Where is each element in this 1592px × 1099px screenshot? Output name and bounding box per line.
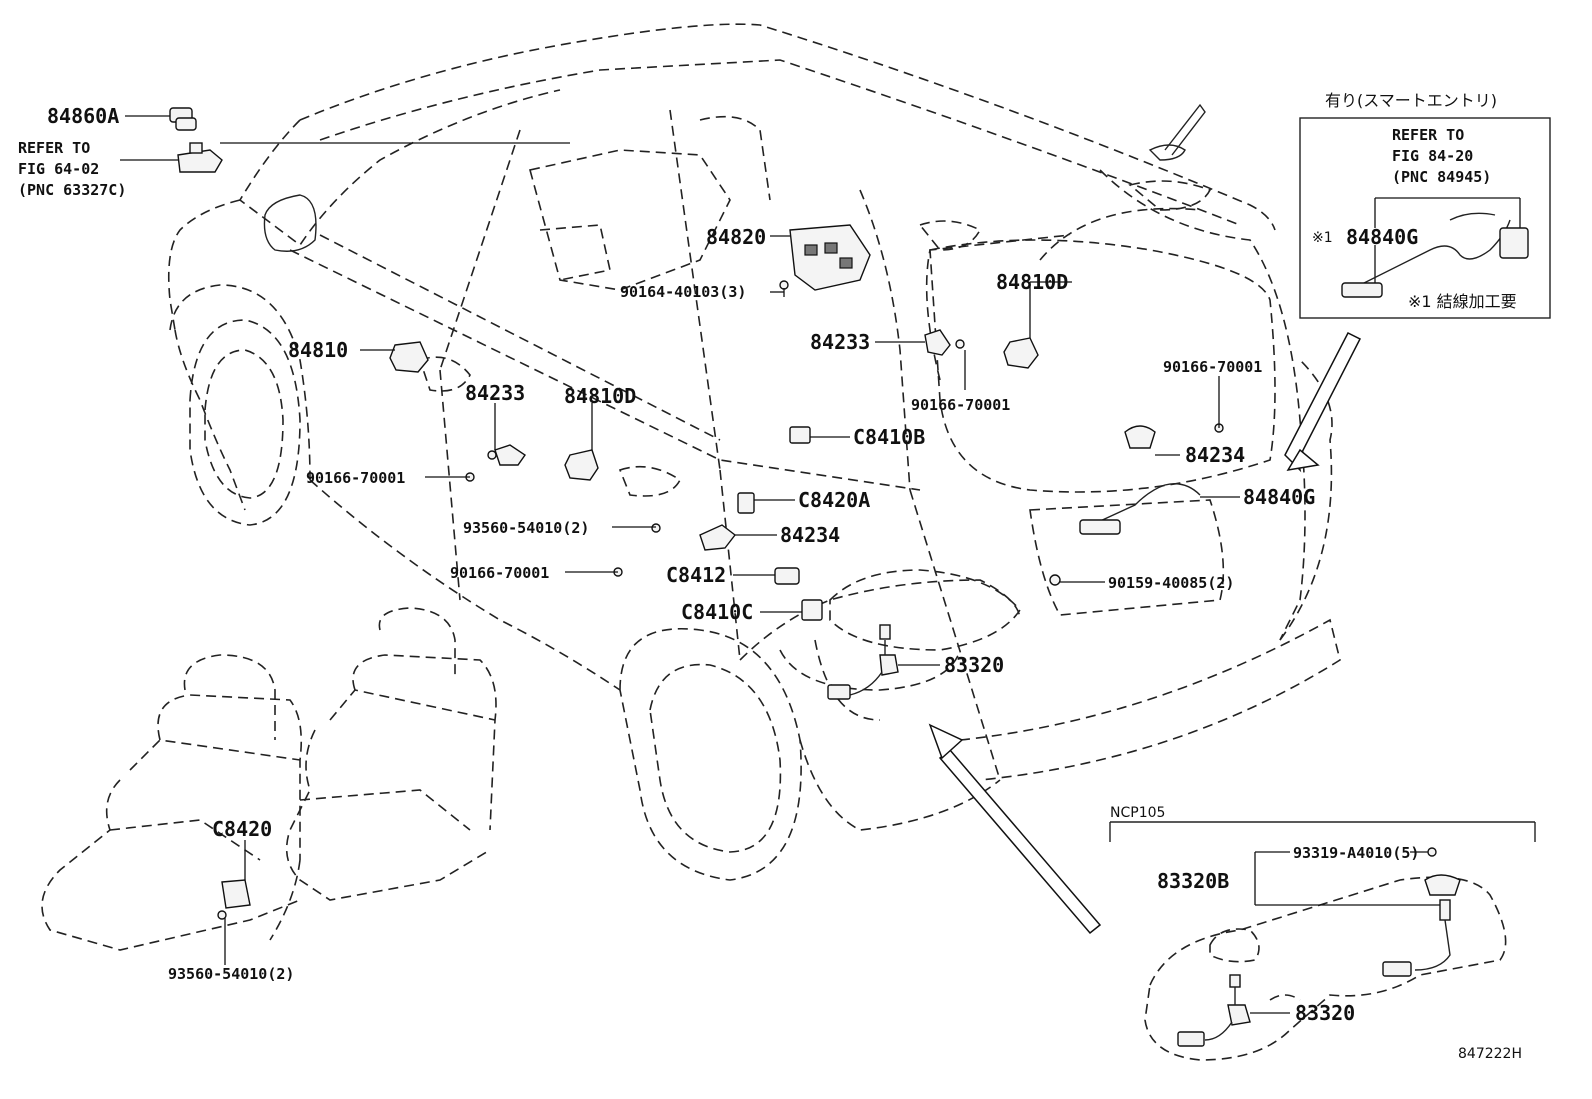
smart-box-ref-line1: REFER TO	[1392, 126, 1464, 144]
vehicle-outline	[167, 23, 1341, 881]
pointer-arrows	[928, 331, 1362, 935]
part-screws-misc	[217, 423, 1224, 920]
label-83320-ncp: 83320	[1295, 1001, 1355, 1025]
part-84820-switch-shape	[789, 224, 871, 291]
arrow-to-ncp-box	[938, 748, 1102, 935]
leader-lines	[120, 115, 1240, 965]
arrow-to-smart-box	[1284, 331, 1362, 473]
label-83320B: 83320B	[1157, 869, 1229, 893]
label-93560-b: 93560-54010(2)	[168, 965, 294, 983]
part-84234-b-shape	[1124, 425, 1156, 449]
label-84840G-main: 84840G	[1243, 485, 1315, 509]
part-C8410B-shape	[789, 426, 811, 444]
smart-box-title: 有り(スマートエントリ)	[1325, 91, 1497, 110]
label-84820: 84820	[706, 225, 766, 249]
label-refer-line3: (PNC 63327C)	[18, 181, 126, 199]
smart-box-ref-line3: (PNC 84945)	[1392, 168, 1491, 186]
part-84810D-right-shape	[1003, 337, 1039, 369]
part-84860A-shape	[169, 107, 197, 131]
part-84810D-left-shape	[564, 449, 599, 481]
part-C8410C-shape	[801, 599, 823, 621]
part-C8420A-shape	[737, 492, 755, 514]
part-84233-right-shape	[924, 329, 965, 356]
smart-entry-labels: 有り(スマートエントリ) REFER TO FIG 84-20 (PNC 849…	[1312, 91, 1517, 311]
ncp105-labels: NCP105 93319-A4010(5) 83320B 83320	[1110, 805, 1419, 1025]
label-84810D-right: 84810D	[996, 270, 1068, 294]
smart-box-part: 84840G	[1346, 225, 1418, 249]
part-refer-lamp-shape	[177, 142, 223, 173]
part-labels: 84860A REFER TO FIG 64-02 (PNC 63327C) 8…	[18, 104, 1315, 983]
label-C8410B: C8410B	[853, 425, 925, 449]
smart-entry-box	[1299, 117, 1551, 319]
label-84234-b: 84234	[1185, 443, 1245, 467]
label-C8412: C8412	[666, 563, 726, 587]
smart-box-ref-line2: FIG 84-20	[1392, 147, 1473, 165]
label-90166-c: 90166-70001	[306, 469, 405, 487]
ncp105-box	[1109, 821, 1536, 1061]
diagram-id: 847222H	[1458, 1046, 1522, 1062]
label-90166-b: 90166-70001	[1163, 358, 1262, 376]
label-84233-right: 84233	[810, 330, 870, 354]
smart-box-note: ※1 結線加工要	[1408, 292, 1517, 311]
label-refer-line1: REFER TO	[18, 139, 90, 157]
seats-outline	[41, 607, 497, 951]
part-84840G-main-shape	[1079, 483, 1201, 535]
part-84233-left-shape	[487, 444, 526, 466]
part-84810-shape	[389, 341, 429, 373]
part-C8412-shape	[774, 567, 800, 585]
label-93319: 93319-A4010(5)	[1293, 844, 1419, 862]
part-90159-shape	[1049, 574, 1061, 586]
label-C8420: C8420	[212, 817, 272, 841]
part-screw-90164-shape	[779, 280, 789, 297]
label-84810D-left: 84810D	[564, 384, 636, 408]
part-83320-main-shape	[827, 624, 899, 700]
label-84233-left: 84233	[465, 381, 525, 405]
label-84810: 84810	[288, 338, 348, 362]
label-90166-d: 90166-70001	[450, 564, 549, 582]
label-C8410C: C8410C	[681, 600, 753, 624]
label-84234-a: 84234	[780, 523, 840, 547]
smart-box-mark: ※1	[1312, 230, 1333, 246]
label-90159: 90159-40085(2)	[1108, 574, 1234, 592]
label-90164: 90164-40103(3)	[620, 283, 746, 301]
label-90166-a: 90166-70001	[911, 396, 1010, 414]
label-refer-line2: FIG 64-02	[18, 160, 99, 178]
ncp105-title: NCP105	[1110, 805, 1165, 821]
part-C8420-shape	[221, 879, 251, 909]
label-83320-main: 83320	[944, 653, 1004, 677]
label-84860A: 84860A	[47, 104, 119, 128]
part-84234-a-shape	[699, 524, 736, 551]
label-93560-a: 93560-54010(2)	[463, 519, 589, 537]
label-C8420A: C8420A	[798, 488, 870, 512]
